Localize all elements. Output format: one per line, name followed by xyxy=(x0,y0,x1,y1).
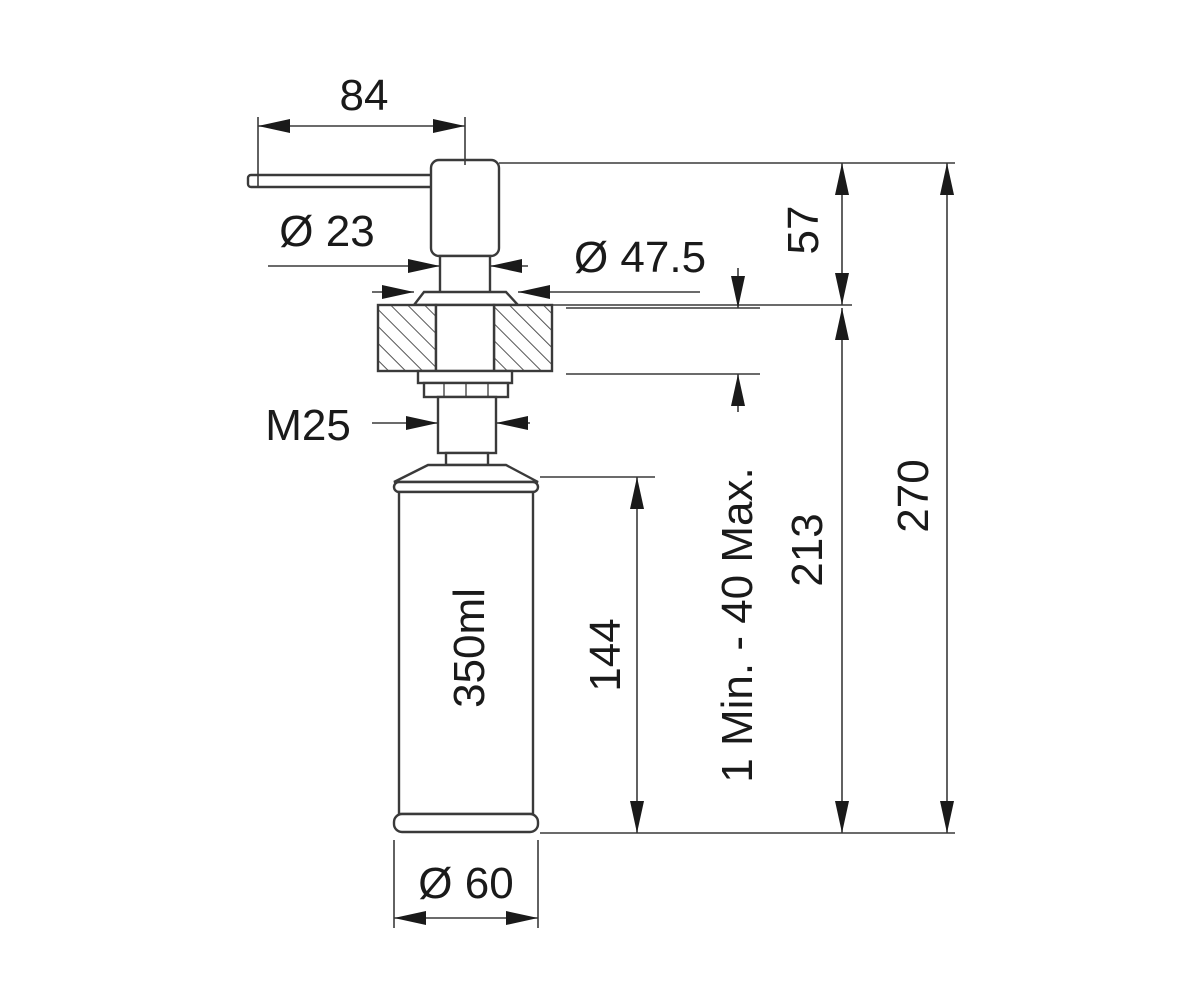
dimension-diameter-23: Ø 23 xyxy=(268,207,528,273)
flange-collar xyxy=(411,290,521,307)
dimension-144-label: 144 xyxy=(581,618,630,691)
dimension-countertop-thickness: 1 Min. - 40 Max. xyxy=(713,268,762,783)
extension-lines xyxy=(499,162,955,834)
dimension-diameter-23-label: Ø 23 xyxy=(279,207,374,256)
dimension-countertop-thickness-label: 1 Min. - 40 Max. xyxy=(713,467,762,782)
dimension-m25-label: M25 xyxy=(265,401,351,450)
dimension-270-label: 270 xyxy=(889,459,938,532)
dimension-diameter-47-5: Ø 47.5 xyxy=(372,233,706,299)
dimension-diameter-47-5-label: Ø 47.5 xyxy=(574,233,706,282)
dimension-84-label: 84 xyxy=(340,71,389,120)
bottle xyxy=(392,480,540,834)
dimension-m25: M25 xyxy=(265,401,530,450)
bottle-volume-label: 350ml xyxy=(445,588,494,708)
dimension-270: 270 xyxy=(889,163,954,833)
lock-nut xyxy=(416,369,514,399)
spout-tube xyxy=(246,173,436,189)
countertop-section xyxy=(376,303,554,373)
dimension-diameter-60: Ø 60 xyxy=(393,840,539,928)
bottle-shoulder xyxy=(393,463,539,484)
dimension-213: 213 xyxy=(783,308,849,833)
dimension-213-label: 213 xyxy=(783,513,832,586)
threaded-shank xyxy=(436,395,498,467)
pump-neck xyxy=(438,254,492,298)
dimension-57-label: 57 xyxy=(779,206,828,255)
pump-head xyxy=(429,158,501,258)
dimension-57: 57 xyxy=(779,163,849,305)
dimension-diameter-60-label: Ø 60 xyxy=(418,859,513,908)
dimension-84: 84 xyxy=(257,71,466,186)
dimension-144: 144 xyxy=(581,477,644,833)
